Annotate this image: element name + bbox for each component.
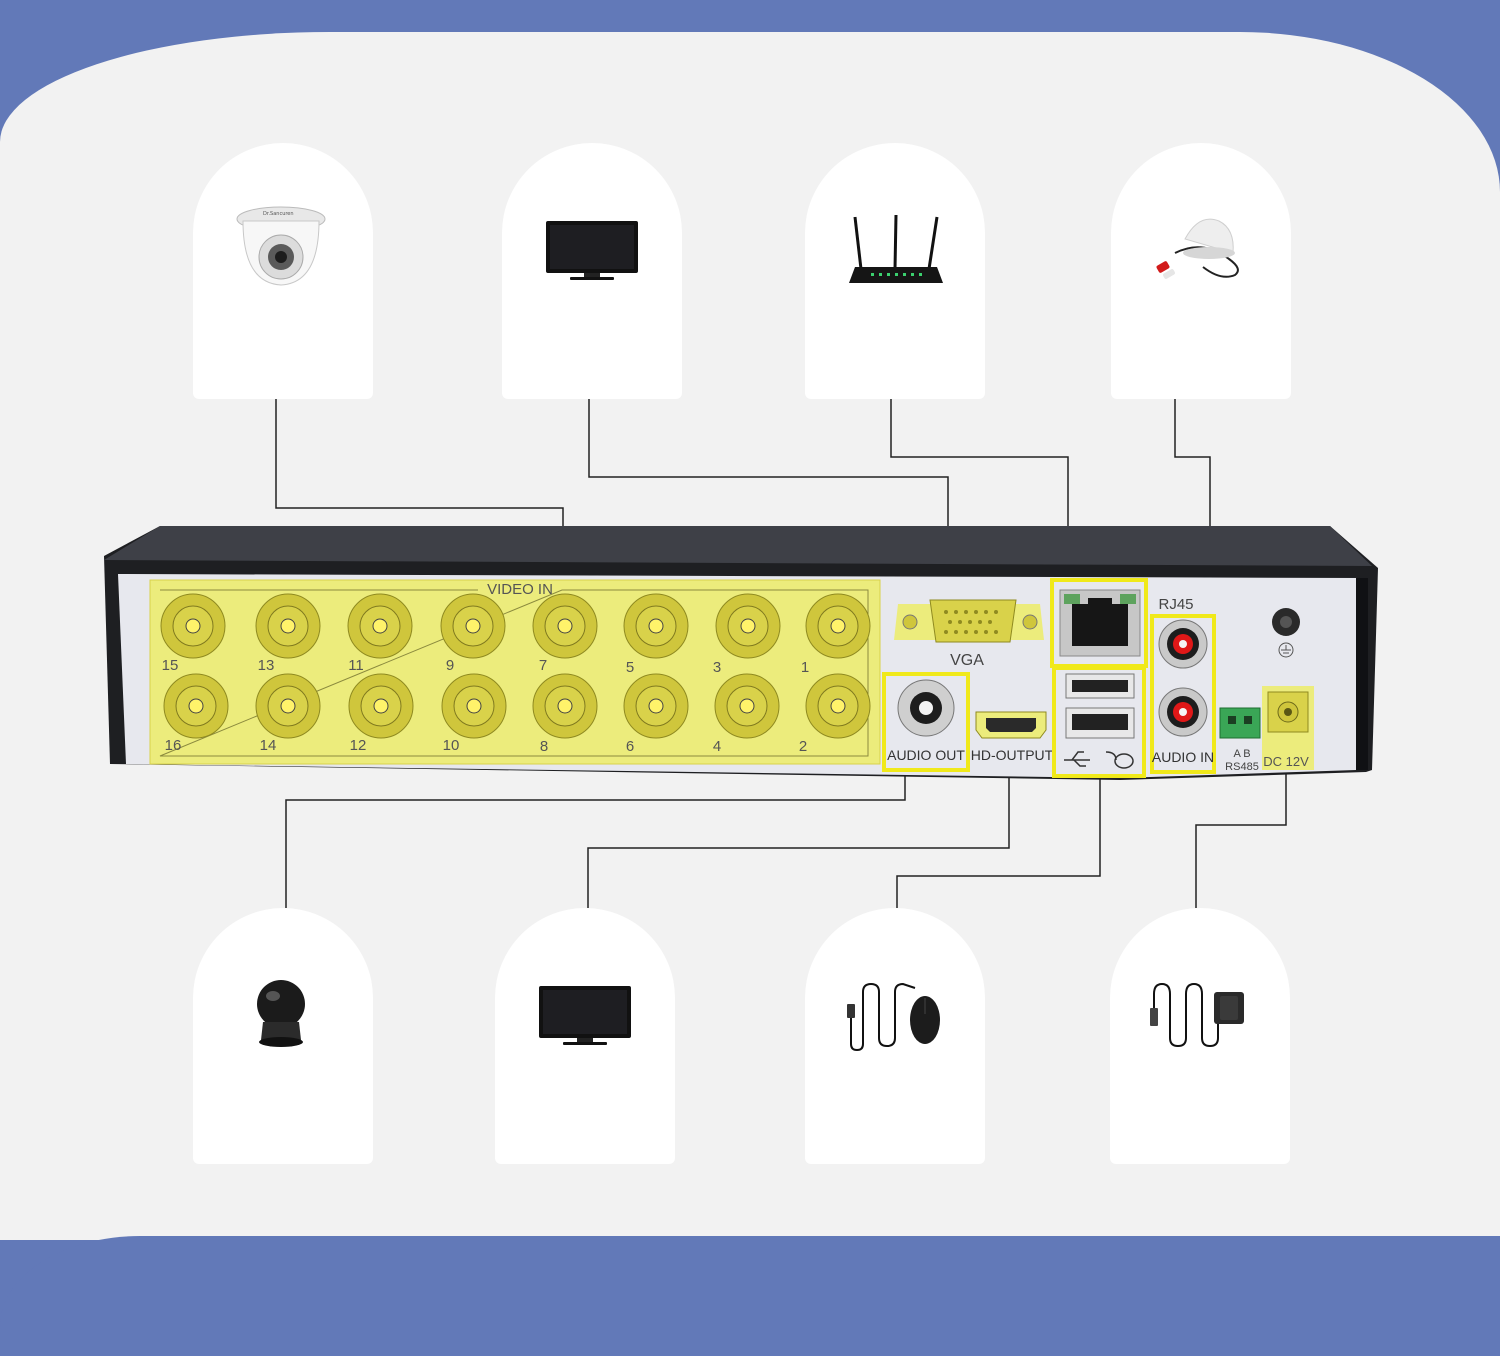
bnc-connector-11[interactable] xyxy=(347,593,413,659)
card-microphone xyxy=(1111,143,1291,399)
usb-port-top[interactable] xyxy=(1065,673,1135,699)
channel-label: 16 xyxy=(165,737,182,754)
channel-label: 12 xyxy=(350,737,367,754)
bnc-connector-15[interactable] xyxy=(160,593,226,659)
channel-label: 11 xyxy=(348,657,364,674)
dc-12v-label: DC 12V xyxy=(1263,754,1309,769)
channel-label: 14 xyxy=(260,737,277,754)
bnc-connector-16[interactable] xyxy=(163,673,229,739)
card-power-adapter xyxy=(1110,908,1290,1164)
rj45-label: RJ45 xyxy=(1158,596,1193,613)
card-usb-mouse xyxy=(805,908,985,1164)
card-monitor-hdmi xyxy=(495,908,675,1164)
bnc-connector-13[interactable] xyxy=(255,593,321,659)
channel-label: 2 xyxy=(799,738,807,755)
usb-port-bottom[interactable] xyxy=(1065,707,1135,739)
hd-output-label: HD-OUTPUT xyxy=(971,747,1054,763)
rs485-terminal[interactable] xyxy=(1219,707,1261,739)
monitor-icon xyxy=(546,221,638,280)
microphone-icon xyxy=(1156,218,1239,279)
wire-mouse xyxy=(896,778,1101,908)
monitor-icon xyxy=(539,986,631,1045)
speaker-icon xyxy=(257,980,305,1047)
bnc-connector-2[interactable] xyxy=(805,673,871,739)
audio-out-label: AUDIO OUT xyxy=(887,747,965,763)
audio-in-jack-top[interactable] xyxy=(1158,619,1208,669)
dome-camera-icon: Dr.Sancuren xyxy=(236,206,326,286)
bnc-connector-1[interactable] xyxy=(805,593,871,659)
ground-symbol-icon xyxy=(1278,642,1294,658)
channel-label: 10 xyxy=(443,737,460,754)
bnc-connector-12[interactable] xyxy=(348,673,414,739)
rs485-label: RS485 xyxy=(1225,761,1259,773)
camera-brand-label: Dr.Sancuren xyxy=(263,211,294,217)
channel-label: 9 xyxy=(446,657,454,674)
rj45-port[interactable] xyxy=(1059,589,1141,657)
channel-label: 6 xyxy=(626,738,634,755)
bnc-connector-6[interactable] xyxy=(623,673,689,739)
rs485-ab-label: A B xyxy=(1233,748,1250,760)
usb-mouse-icon xyxy=(847,982,940,1052)
wire-speaker xyxy=(285,770,906,908)
ground-screw xyxy=(1272,608,1300,636)
channel-label: 13 xyxy=(258,657,275,674)
channel-label: 4 xyxy=(713,738,721,755)
wire-power xyxy=(1195,772,1287,908)
channel-label: 5 xyxy=(626,659,634,676)
channel-label: 7 xyxy=(539,657,547,674)
bnc-connector-3[interactable] xyxy=(715,593,781,659)
audio-out-highlight xyxy=(882,672,970,772)
dc-power-port[interactable] xyxy=(1262,686,1314,770)
audio-in-label: AUDIO IN xyxy=(1152,749,1214,765)
channel-label: 1 xyxy=(801,659,809,676)
bnc-connector-14[interactable] xyxy=(255,673,321,739)
card-dome-camera: Dr.Sancuren xyxy=(193,143,373,399)
bnc-connector-7[interactable] xyxy=(532,593,598,659)
audio-out-jack[interactable] xyxy=(897,679,955,737)
usb-highlight xyxy=(1052,666,1146,778)
bnc-connectors xyxy=(160,593,871,739)
card-monitor-vga xyxy=(502,143,682,399)
bnc-connector-9[interactable] xyxy=(440,593,506,659)
audio-in-highlight xyxy=(1150,614,1216,774)
bnc-connector-8[interactable] xyxy=(532,673,598,739)
channel-label: 3 xyxy=(713,659,721,676)
bottom-wave xyxy=(0,1236,1500,1356)
power-adapter-icon xyxy=(1150,982,1244,1048)
wire-router xyxy=(890,398,1069,582)
wire-monitor-hdmi xyxy=(587,768,1010,908)
usb-symbol-icon xyxy=(1064,751,1090,767)
hdmi-port[interactable] xyxy=(975,711,1047,739)
card-speaker xyxy=(193,908,373,1164)
channel-label: 8 xyxy=(540,738,548,755)
bnc-connector-4[interactable] xyxy=(714,673,780,739)
vga-port[interactable] xyxy=(894,599,1044,643)
bnc-connector-10[interactable] xyxy=(441,673,507,739)
router-icon xyxy=(849,214,943,283)
bnc-connector-5[interactable] xyxy=(623,593,689,659)
vga-label: VGA xyxy=(950,652,984,669)
video-in-label: VIDEO IN xyxy=(487,581,553,598)
card-router xyxy=(805,143,985,399)
audio-in-jack-bottom[interactable] xyxy=(1158,687,1208,737)
mouse-symbol-icon xyxy=(1105,751,1134,769)
channel-label: 15 xyxy=(162,657,179,674)
